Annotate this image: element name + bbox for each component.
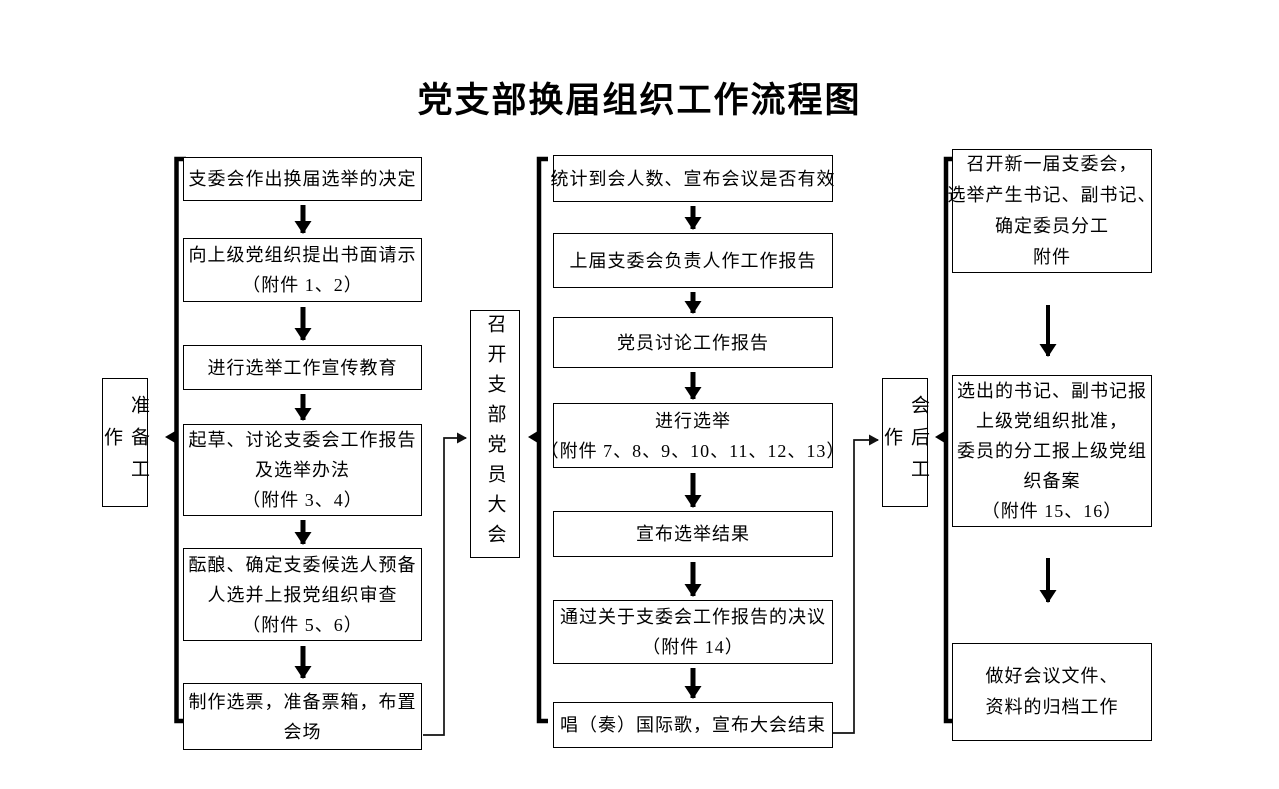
step-text: 向上级党组织提出书面请示	[188, 245, 417, 265]
step-box-prepare-4: 起草、讨论支委会工作报告 及选举办法 （附件 3、4）	[183, 424, 422, 516]
connector-meeting-to-after	[833, 434, 879, 734]
step-box-prepare-6: 制作选票，准备票箱，布置 会场	[183, 683, 422, 750]
step-text: （附件 3、4）	[242, 490, 363, 510]
step-text: （附件 5、6）	[242, 614, 363, 635]
step-text: 起草、讨论支委会工作报告	[188, 430, 417, 450]
step-box-meeting-4: 进行选举 （附件 7、8、9、10、11、12、13）	[541, 403, 844, 468]
step-text: 上届支委会负责人作工作报告	[569, 250, 817, 271]
step-text: （附件 1、2）	[242, 275, 363, 295]
middle-bracket-tick-icon	[528, 430, 540, 444]
step-text: 进行选举工作宣传教育	[207, 357, 398, 378]
step-box-after-3: 做好会议文件、 资料的归档工作	[952, 643, 1152, 741]
step-text: 酝酿、确定支委候选人预备	[188, 554, 417, 575]
step-box-prepare-3: 进行选举工作宣传教育	[183, 345, 422, 390]
step-box-meeting-3: 党员讨论工作报告	[553, 317, 833, 368]
step-text: 唱（奏）国际歌，宣布大会结束	[560, 715, 826, 735]
step-text: 支委会作出换届选举的决定	[188, 169, 417, 189]
step-text: 人选并上报党组织审查	[207, 584, 398, 605]
step-text: 及选举办法	[255, 460, 350, 480]
step-box-prepare-1: 支委会作出换届选举的决定	[183, 157, 422, 201]
step-text: 附件	[1033, 247, 1071, 267]
step-box-after-2: 选出的书记、副书记报 上级党组织批准， 委员的分工报上级党组 织备案 （附件 1…	[952, 375, 1152, 527]
middle-stage-bracket	[528, 156, 548, 724]
step-text: 统计到会人数、宣布会议是否有效	[550, 168, 836, 189]
step-text: 召开新一届支委会，	[966, 154, 1138, 174]
step-text: 会场	[283, 721, 322, 742]
step-box-meeting-7: 唱（奏）国际歌，宣布大会结束	[553, 702, 833, 748]
step-text: 选举产生书记、副书记、	[947, 185, 1157, 205]
step-text: 确定委员分工	[995, 216, 1109, 236]
step-box-after-1: 召开新一届支委会， 选举产生书记、副书记、 确定委员分工 附件	[948, 149, 1156, 273]
page-title: 党支部换届组织工作流程图	[417, 81, 862, 120]
left-stage-bracket	[165, 156, 186, 724]
right-stage-bracket	[935, 156, 955, 724]
step-box-meeting-5: 宣布选举结果	[553, 511, 833, 557]
step-box-meeting-6: 通过关于支委会工作报告的决议 （附件 14）	[553, 600, 833, 664]
step-text: （附件 15、16）	[981, 501, 1123, 521]
stage-label-after: 会后工作	[881, 378, 929, 507]
left-bracket-tick-icon	[165, 430, 177, 444]
step-box-prepare-5: 酝酿、确定支委候选人预备 人选并上报党组织审查 （附件 5、6）	[183, 548, 422, 641]
step-text: （附件 14）	[642, 637, 744, 657]
step-text: 通过关于支委会工作报告的决议	[560, 607, 826, 627]
step-text: 进行选举	[655, 410, 731, 431]
stage-label-meeting: 召开支部党员大会	[470, 310, 520, 558]
right-bracket-tick-icon	[935, 430, 947, 444]
step-text: 织备案	[1023, 471, 1081, 491]
step-text: 选出的书记、副书记报	[957, 381, 1147, 401]
step-text: 上级党组织批准，	[976, 411, 1128, 431]
step-box-prepare-2: 向上级党组织提出书面请示 （附件 1、2）	[183, 238, 422, 302]
step-text: 做好会议文件、	[985, 666, 1119, 686]
step-text: 党员讨论工作报告	[617, 332, 769, 353]
stage-label-prepare: 准备工作	[101, 378, 149, 507]
step-text: 资料的归档工作	[985, 697, 1119, 717]
step-box-meeting-1: 统计到会人数、宣布会议是否有效	[550, 155, 836, 202]
step-text: 宣布选举结果	[636, 524, 750, 544]
step-text: （附件 7、8、9、10、11、12、13）	[540, 440, 846, 461]
connector-prepare-to-meeting	[423, 432, 467, 736]
step-text: 委员的分工报上级党组	[957, 441, 1147, 461]
step-text: 制作选票，准备票箱，布置	[188, 691, 417, 712]
step-box-meeting-2: 上届支委会负责人作工作报告	[553, 233, 833, 288]
